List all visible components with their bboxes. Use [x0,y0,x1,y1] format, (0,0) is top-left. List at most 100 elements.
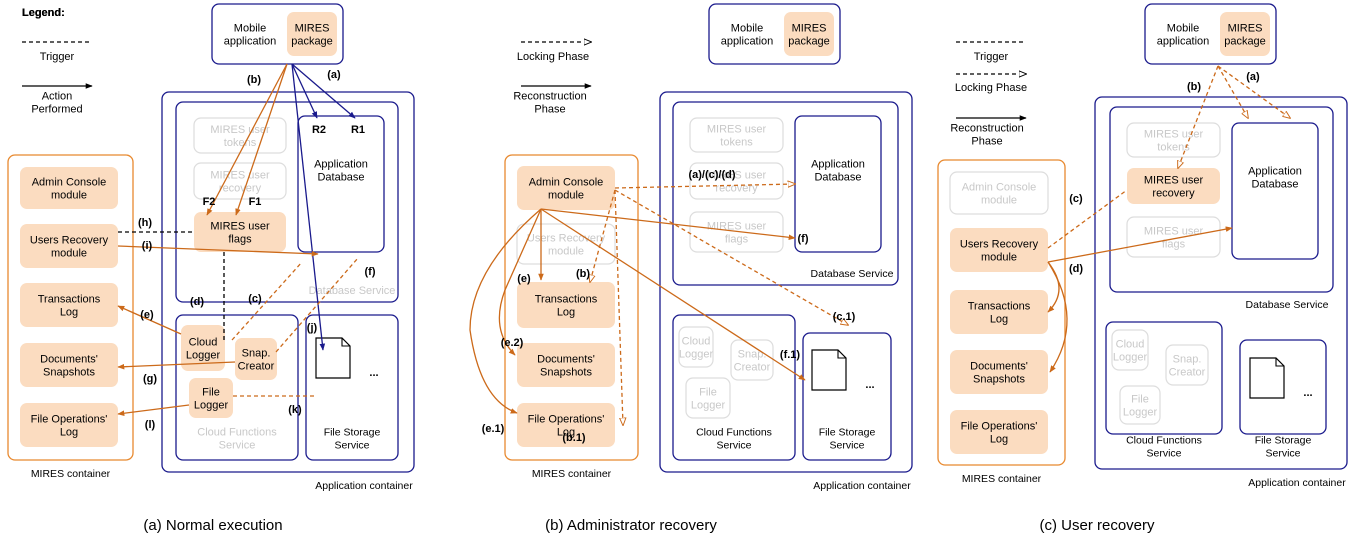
application-database [1231,122,1319,260]
tag-i: (i) [142,240,153,252]
module-0 [517,166,615,210]
module-2 [517,282,615,328]
snap-creator [1165,344,1209,386]
tag-b1: (b.1) [562,432,586,444]
database-service-label: Database Service [309,285,396,297]
snap-creator-label: Snap.Creator [734,349,771,374]
mires-container-label: MIRES container [31,468,111,480]
mires-user-tokens [1126,122,1221,158]
module-3 [20,343,118,387]
lock-b1 [614,189,623,425]
mires-user-recovery [689,162,784,200]
mires-container-label: MIRES container [532,468,612,480]
tag-g: (g) [143,373,157,385]
tag-e: (e) [517,273,531,285]
tag-a-c: (a) [1246,71,1260,83]
caption-1: (b) Administrator recovery [545,517,717,534]
mires-user-flags [689,211,784,253]
tag-f: (f) [798,233,809,245]
module-2 [20,283,118,327]
mires-user-recovery [1127,168,1220,204]
cloud-functions-service [672,314,796,461]
document-icon [811,349,847,391]
tag-F2: F2 [203,196,216,208]
lock-acd [614,184,795,189]
arrow-a-R1 [291,63,356,119]
lock-b [590,189,616,282]
cloud-functions-service [1105,321,1223,435]
recon-f [540,208,796,241]
document-icon-fold [837,350,846,359]
module-4 [20,403,118,447]
legend-title: Legend: [22,7,65,19]
tag-F1: F1 [249,196,262,208]
module-1 [516,223,616,265]
tag-R2: R2 [312,124,326,136]
more-files-ellipsis: ... [1303,387,1312,399]
module-4 [517,403,615,447]
database-service [175,101,399,303]
file-storage-service [802,332,892,461]
mires-container-label: MIRES container [962,473,1042,485]
mires-package [1220,12,1270,56]
cloud-logger [181,325,225,371]
arrow-a-R2 [291,63,318,119]
mires-user-flags [1126,216,1221,258]
file-logger [189,378,233,418]
tag-d: (d) [190,296,204,308]
module-3-label: Documents'Snapshots [537,354,595,379]
document-icon-fold [341,338,350,347]
trigger-c-c [1047,189,1128,249]
module-3 [517,343,615,387]
module-3-label: Documents'Snapshots [970,361,1028,386]
more-files-ellipsis: ... [865,379,874,391]
tag-acd: (a)/(c)/(d) [688,169,735,181]
arrow-j [291,63,326,351]
snap-creator-label: Snap.Creator [238,348,275,373]
tag-c: (c) [248,293,262,305]
module-4-label: File Operations'Log [961,421,1038,446]
file-storage-service [305,314,399,461]
lock-c1 [614,189,848,325]
tag-l: (l) [145,419,156,431]
arrow-e [117,305,182,335]
mires-container [504,154,639,461]
module-4-label: File Operations'Log [31,414,108,439]
caption-2: (c) User recovery [1039,517,1155,534]
module-3 [950,350,1048,394]
tag-f1: (f.1) [780,349,801,361]
file-logger [685,377,731,419]
legend-locking-label: Locking Phase [517,51,589,63]
recon-e2 [498,208,542,356]
tag-c1: (c.1) [833,311,856,323]
module-1 [20,224,118,268]
module-4-label: File Operations'Log [528,414,605,439]
module-1 [950,228,1048,272]
legend-locking-label-c: Locking Phase [955,82,1027,94]
lock-a2 [1217,65,1290,118]
tag-a: (a) [327,69,341,81]
